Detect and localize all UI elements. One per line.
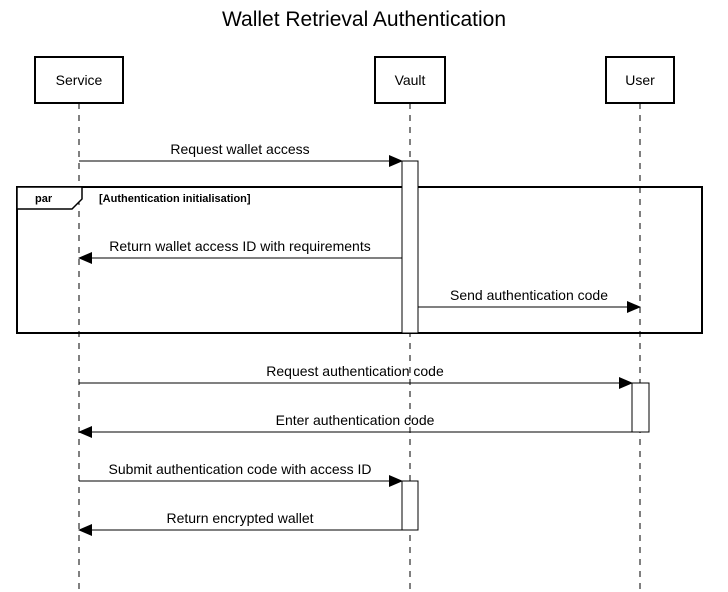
activation-vault-2 (401, 480, 419, 531)
participant-user: User (605, 56, 675, 104)
message-label: Request authentication code (266, 363, 444, 379)
message-label: Return encrypted wallet (166, 510, 313, 526)
diagram-title: Wallet Retrieval Authentication (222, 8, 506, 31)
message-request-authentication-code: Request authentication code (79, 363, 633, 389)
message-submit-authentication-code: Submit authentication code with access I… (79, 461, 403, 487)
participant-label: Vault (395, 72, 426, 88)
participant-service: Service (34, 56, 124, 104)
message-label: Enter authentication code (276, 412, 435, 428)
message-request-wallet-access: Request wallet access (79, 141, 403, 167)
frame-condition: [Authentication initialisation] (99, 193, 251, 205)
message-return-encrypted-wallet: Return encrypted wallet (78, 510, 402, 536)
participant-vault: Vault (374, 56, 446, 104)
frame-operator: par (35, 193, 53, 205)
message-send-authentication-code: Send authentication code (418, 287, 641, 313)
message-label: Request wallet access (170, 141, 309, 157)
par-frame: par [Authentication initialisation] (16, 186, 703, 334)
message-return-wallet-access-id: Return wallet access ID with requirement… (78, 238, 402, 264)
activation-user (631, 382, 650, 433)
activation-vault-1 (401, 160, 419, 334)
message-enter-authentication-code: Enter authentication code (78, 412, 632, 438)
message-label: Return wallet access ID with requirement… (109, 238, 370, 254)
message-label: Submit authentication code with access I… (108, 461, 371, 477)
participant-label: Service (56, 72, 103, 88)
message-label: Send authentication code (450, 287, 608, 303)
participant-label: User (625, 72, 655, 88)
